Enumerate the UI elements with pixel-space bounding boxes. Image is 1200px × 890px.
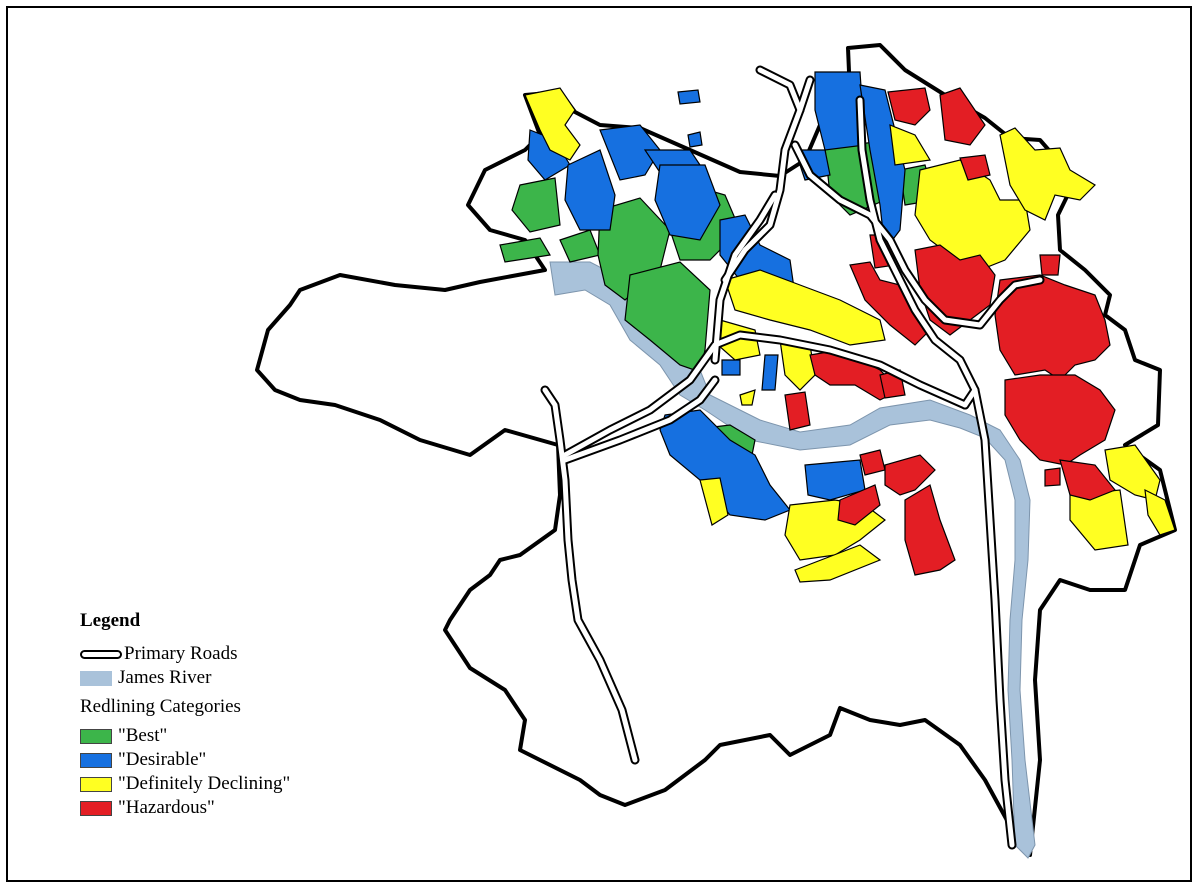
declining-swatch [80, 776, 112, 792]
declining-area [524, 87, 581, 161]
best-area [511, 177, 561, 233]
hazardous-area [959, 154, 991, 181]
legend-hazardous-label: "Hazardous" [118, 797, 215, 818]
desirable-area [659, 409, 791, 521]
road-swatch [80, 649, 122, 659]
james-river [549, 261, 1036, 859]
hazardous-area [1039, 254, 1061, 276]
desirable-area [654, 164, 721, 241]
hazardous-areas [784, 87, 1116, 576]
desirable-swatch [80, 752, 112, 768]
legend-row-roads: Primary Roads [80, 642, 290, 666]
hazardous-area [1004, 374, 1116, 466]
legend-row-desirable: "Desirable" [80, 748, 290, 772]
hazardous-area [884, 454, 936, 496]
declining-areas [524, 87, 1176, 583]
legend-best-label: "Best" [118, 725, 168, 746]
desirable-area [677, 89, 701, 105]
legend-desirable-label: "Desirable" [118, 749, 207, 770]
legend-row-hazardous: "Hazardous" [80, 796, 290, 820]
hazardous-area [887, 87, 931, 126]
desirable-areas [527, 71, 906, 521]
desirable-area [761, 354, 779, 391]
hazardous-area [994, 274, 1111, 381]
desirable-area [599, 124, 661, 181]
declining-area [739, 389, 756, 406]
legend-declining-label: "Definitely Declining" [118, 773, 291, 794]
desirable-area [564, 149, 616, 231]
map-frame [6, 6, 1192, 882]
hazardous-swatch [80, 800, 112, 816]
legend: Legend Primary Roads James River Redlini… [80, 610, 290, 820]
declining-area [889, 124, 931, 166]
legend-categories-title: Redlining Categories [80, 696, 241, 717]
hazardous-area [837, 484, 881, 526]
primary-roads [540, 65, 1045, 850]
declining-area [699, 477, 729, 526]
declining-area [724, 269, 886, 346]
best-area [499, 237, 551, 263]
hazardous-area [859, 449, 886, 476]
hazardous-area [904, 484, 956, 576]
legend-row-declining: "Definitely Declining" [80, 772, 290, 796]
river-swatch [80, 670, 112, 686]
declining-area [999, 127, 1096, 221]
legend-river-label: James River [118, 667, 212, 688]
desirable-area [804, 459, 866, 501]
desirable-area [687, 131, 703, 148]
hazardous-area [939, 87, 986, 146]
hazardous-area [1044, 467, 1061, 487]
hazardous-area [784, 391, 811, 431]
declining-area [794, 544, 882, 583]
legend-roads-label: Primary Roads [124, 643, 238, 664]
declining-area [1144, 488, 1176, 536]
legend-row-best: "Best" [80, 724, 290, 748]
legend-row-river: James River [80, 666, 290, 690]
desirable-area [814, 71, 866, 151]
hazardous-area [1059, 459, 1116, 501]
desirable-area [721, 359, 741, 376]
legend-title: Legend [80, 610, 141, 631]
best-swatch [80, 728, 112, 744]
